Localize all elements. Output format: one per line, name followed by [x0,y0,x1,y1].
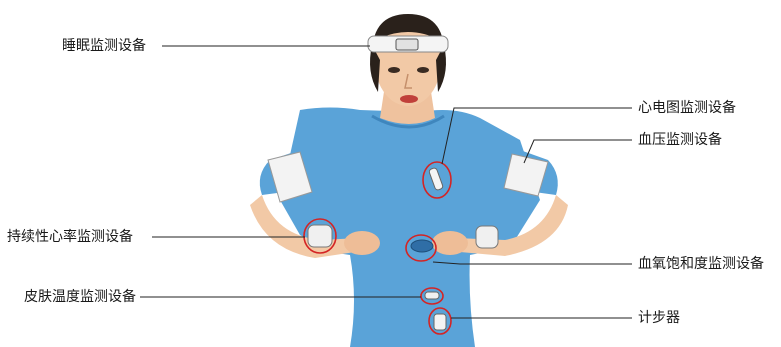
label-pedometer: 计步器 [638,310,680,326]
label-bp: 血压监测设备 [638,132,722,148]
pedometer-device [434,314,446,330]
label-sleep: 睡眠监测设备 [62,38,146,54]
hand-right [432,231,468,255]
eye-right [417,67,429,73]
wristband-right [476,226,498,248]
headband-sensor [396,39,418,50]
label-spo2: 血氧饱和度监测设备 [638,256,764,272]
skin-temp-sensor [425,292,439,299]
label-skin-temp: 皮肤温度监测设备 [24,289,136,305]
spo2-sensor [411,240,433,252]
label-ecg: 心电图监测设备 [638,100,736,116]
label-heart-rate: 持续性心率监测设备 [7,229,133,245]
hand-left [344,231,380,255]
wristband-left [308,225,332,247]
mouth [400,95,418,103]
eye-left [388,67,400,73]
